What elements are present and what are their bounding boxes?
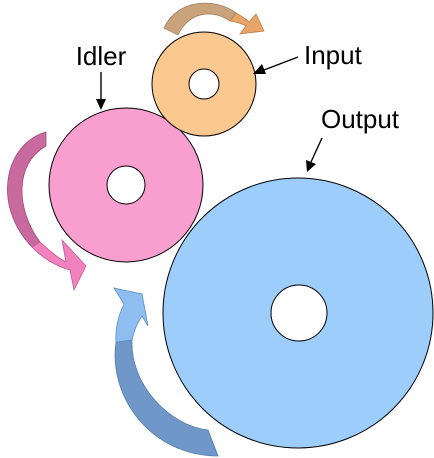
- output-pointer-arrow: [306, 137, 323, 172]
- input-gear: [151, 31, 257, 137]
- output-gear: [162, 177, 434, 449]
- output-label: Output: [321, 104, 400, 134]
- idler-gear-hub: [106, 165, 146, 205]
- idler-gear: [48, 107, 204, 263]
- input-rotation-arrow-icon: [163, 2, 265, 36]
- input-gear-hub: [188, 68, 220, 100]
- idler-rotation-arrow-icon: [7, 131, 87, 292]
- input-label: Input: [304, 40, 363, 70]
- idler-pointer-arrow: [96, 72, 106, 110]
- output-gear-hub: [270, 284, 328, 342]
- input-pointer-arrow: [253, 56, 299, 74]
- output-rotation-arrow-icon: [113, 287, 219, 457]
- idler-label: Idler: [76, 41, 127, 71]
